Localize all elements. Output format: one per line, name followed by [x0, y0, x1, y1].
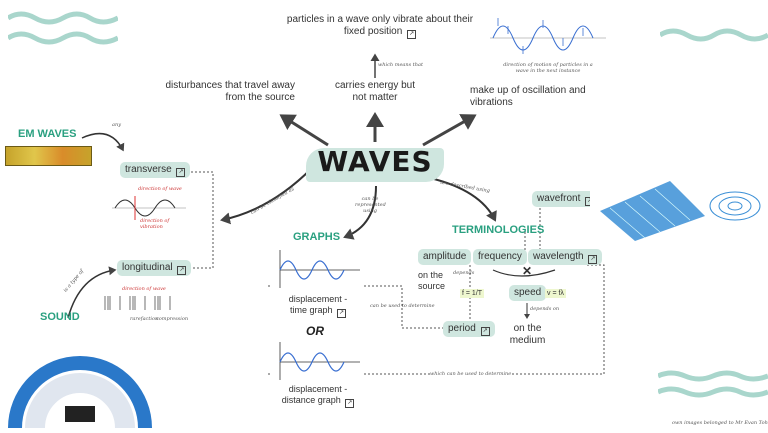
- em-spectrum-image[interactable]: [5, 146, 92, 166]
- node-speed[interactable]: speed: [509, 285, 547, 301]
- transverse-dir-label: direction of wave: [138, 186, 182, 192]
- particle-motion-caption: direction of motion of particles in a wa…: [503, 62, 593, 74]
- branch-oscillation-text: make up of oscillation and vibrations: [470, 85, 586, 108]
- node-amplitude[interactable]: amplitude: [418, 249, 472, 265]
- decorative-wave-bottom-right: [656, 370, 768, 405]
- wavefront-image[interactable]: [590, 156, 765, 241]
- heading-em-waves[interactable]: EM WAVES: [18, 128, 77, 140]
- node-transverse-label: transverse: [125, 164, 172, 175]
- image-credit: own images belonged to Mr Evan Toh: [672, 420, 768, 426]
- external-link-icon[interactable]: ↗: [588, 255, 598, 264]
- heading-graphs[interactable]: GRAPHS: [293, 231, 341, 243]
- branch-disturbances-text: disturbances that travel away from the s…: [165, 80, 295, 103]
- rarefaction-label: rarefaction: [130, 316, 159, 322]
- external-link-icon[interactable]: ↗: [480, 327, 490, 336]
- node-wavefront[interactable]: wavefront ↗: [532, 191, 600, 207]
- node-disp-time-label: displacement - time graph: [288, 294, 348, 315]
- transverse-wave-image[interactable]: direction of wave direction of vibration: [110, 182, 188, 230]
- heading-terminologies[interactable]: TERMINOLOGIES: [452, 224, 545, 236]
- title-background: [306, 148, 444, 182]
- node-transverse[interactable]: transverse ↗: [120, 162, 191, 178]
- node-amplitude-label: amplitude: [423, 251, 467, 262]
- node-wavefront-label: wavefront: [537, 193, 581, 204]
- main-title: WAVES: [317, 145, 433, 178]
- branch-oscillation[interactable]: make up of oscillation and vibrations: [470, 85, 600, 109]
- external-link-icon[interactable]: ↗: [177, 266, 187, 275]
- cross-icon: ✕: [522, 264, 533, 278]
- node-wavelength-label: wavelength: [533, 251, 584, 262]
- label-determine2: which can be used to determine: [430, 371, 512, 377]
- heading-sound[interactable]: SOUND: [40, 311, 80, 323]
- branch-particles-text: particles in a wave only vibrate about t…: [286, 14, 474, 37]
- branch-particles[interactable]: particles in a wave only vibrate about t…: [280, 14, 480, 39]
- longitudinal-dir-label: direction of wave: [122, 286, 166, 292]
- label-depends: depends: [453, 270, 475, 276]
- branch-carries-text: carries energy but not matter: [334, 80, 416, 103]
- external-link-icon[interactable]: ↗: [407, 30, 417, 39]
- branch-carries[interactable]: carries energy but not matter: [330, 80, 420, 104]
- sound-frequency-image[interactable]: [5, 328, 155, 429]
- node-speed-label: speed: [514, 287, 542, 298]
- node-frequency[interactable]: frequency: [473, 249, 527, 265]
- node-disp-dist-label: displacement - distance graph: [281, 384, 348, 405]
- external-link-icon[interactable]: ↗: [337, 309, 347, 318]
- node-on-medium: on the medium: [509, 323, 546, 346]
- displacement-distance-graph-image[interactable]: [272, 340, 362, 382]
- label-any: any: [112, 122, 122, 128]
- external-link-icon[interactable]: ↗: [176, 168, 186, 177]
- displacement-time-graph-image[interactable]: [272, 248, 362, 290]
- node-period[interactable]: period ↗: [443, 321, 495, 337]
- longitudinal-wave-image[interactable]: direction of wave rarefaction compressio…: [100, 286, 190, 326]
- particle-motion-image[interactable]: direction of motion of particles in a wa…: [488, 6, 608, 76]
- node-disp-dist[interactable]: displacement - distance graph ↗: [278, 384, 358, 408]
- transverse-vib-label: direction of vibration: [140, 218, 170, 230]
- node-disp-time[interactable]: displacement - time graph ↗: [282, 294, 354, 318]
- external-link-icon[interactable]: ↗: [345, 399, 355, 408]
- label-which-means: which means that: [378, 62, 423, 68]
- branch-disturbances[interactable]: disturbances that travel away from the s…: [155, 80, 295, 104]
- label-determine1: can be used to determine: [370, 303, 435, 309]
- decorative-wave-top-right: [658, 20, 768, 55]
- node-period-label: period: [448, 323, 476, 334]
- decorative-wave-top-left: [6, 8, 120, 53]
- or-label: OR: [306, 324, 324, 338]
- formula-frequency-period: f = 1/T: [460, 289, 485, 298]
- formula-speed: v = fλ: [545, 289, 566, 298]
- node-frequency-label: frequency: [478, 251, 522, 262]
- label-represented: can be represented using: [355, 196, 386, 214]
- node-longitudinal-label: longitudinal: [122, 262, 173, 273]
- node-wavelength[interactable]: wavelength ↗: [528, 249, 603, 265]
- node-longitudinal[interactable]: longitudinal ↗: [117, 260, 192, 276]
- label-depends-on: depends on: [530, 306, 560, 312]
- node-on-source: on the source: [418, 270, 446, 291]
- compression-label: compression: [156, 316, 189, 322]
